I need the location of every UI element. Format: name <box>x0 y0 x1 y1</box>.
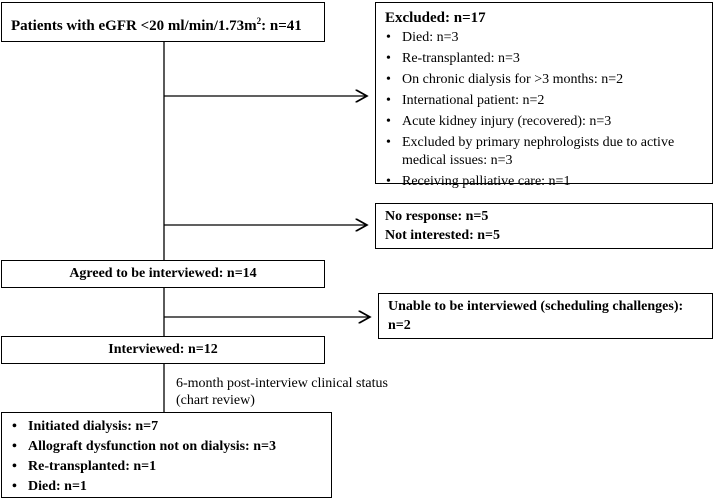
not-interested-label: Not interested: n=5 <box>385 228 501 243</box>
excluded-box: Excluded: n=17 Died: n=3 Re-transplanted… <box>375 2 713 191</box>
outcome-item: Died: n=1 <box>6 478 276 496</box>
excluded-item: Re-transplanted: n=3 <box>380 50 674 68</box>
patients-label: Patients with eGFR <20 ml/min/1.73m2: n=… <box>11 16 302 34</box>
interviewed-label: Interviewed: n=12 <box>108 342 218 357</box>
outcomes-list: Initiated dialysis: n=7 Allograft dysfun… <box>6 418 276 496</box>
excluded-item: On chronic dialysis for >3 months: n=2 <box>380 71 674 89</box>
unable-count: n=2 <box>388 318 411 333</box>
unable-box: Unable to be interviewed (scheduling cha… <box>378 293 713 339</box>
excluded-title: Excluded: n=17 <box>385 10 486 26</box>
agreed-box: Agreed to be interviewed: n=14 <box>1 260 325 288</box>
no-response-label: No response: n=5 <box>385 209 489 224</box>
excluded-item-continued: medical issues: n=3 <box>402 153 513 168</box>
outcomes-box: Initiated dialysis: n=7 Allograft dysfun… <box>1 412 332 498</box>
patients-box: Patients with eGFR <20 ml/min/1.73m2: n=… <box>1 2 325 42</box>
excluded-list: Died: n=3 Re-transplanted: n=3 On chroni… <box>380 29 674 191</box>
unable-label: Unable to be interviewed (scheduling cha… <box>388 299 684 314</box>
excluded-item: Died: n=3 <box>380 29 674 47</box>
followup-note-line2: (chart review) <box>176 393 255 408</box>
excluded-item: International patient: n=2 <box>380 92 674 110</box>
excluded-item: Receiving palliative care: n=1 <box>380 173 674 191</box>
outcome-item: Allograft dysfunction not on dialysis: n… <box>6 438 276 456</box>
outcome-item: Initiated dialysis: n=7 <box>6 418 276 436</box>
no-response-box: No response: n=5 Not interested: n=5 <box>375 203 713 249</box>
agreed-label: Agreed to be interviewed: n=14 <box>69 266 257 281</box>
interviewed-box: Interviewed: n=12 <box>1 336 325 364</box>
followup-note-line1: 6-month post-interview clinical status <box>176 376 388 391</box>
outcome-item: Re-transplanted: n=1 <box>6 458 276 476</box>
excluded-item: Acute kidney injury (recovered): n=3 <box>380 113 674 131</box>
excluded-item: Excluded by primary nephrologists due to… <box>380 134 674 152</box>
